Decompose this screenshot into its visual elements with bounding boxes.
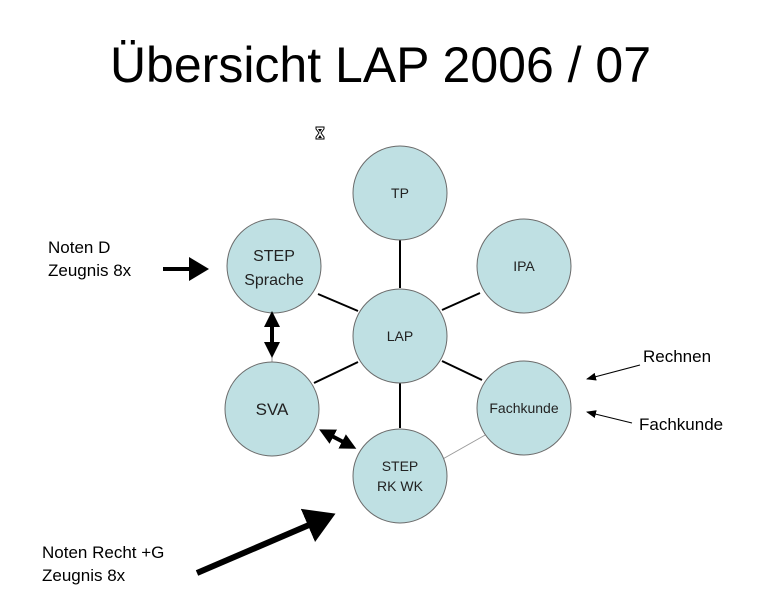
annotation-rechnen: Rechnen: [643, 347, 711, 366]
node-ipa-label: IPA: [513, 258, 535, 274]
annotation-noten-recht-line1: Noten Recht +G: [42, 543, 164, 562]
page-title: Übersicht LAP 2006 / 07: [109, 37, 652, 93]
annotation-noten-d-line2: Zeugnis 8x: [48, 261, 132, 280]
node-tp-label: TP: [391, 185, 409, 201]
arrow-rechnen: [586, 364, 641, 381]
connector-lap-sva: [313, 361, 359, 384]
node-tp: TP: [352, 145, 448, 241]
connector-lap-step-sprache: [317, 293, 359, 312]
node-ipa: IPA: [476, 218, 572, 314]
annotation-noten-recht-line2: Zeugnis 8x: [42, 566, 126, 585]
connector-fachkunde-step-rkwk: [440, 433, 488, 461]
node-sva-label: SVA: [256, 400, 289, 419]
node-step-rkwk: STEP RK WK: [352, 428, 448, 524]
node-lap: LAP: [352, 288, 448, 384]
node-sva: SVA: [224, 361, 320, 457]
node-lap-label: LAP: [387, 328, 413, 344]
annotation-noten-d-line1: Noten D: [48, 238, 110, 257]
connector-lap-ipa: [441, 292, 481, 311]
node-step-sprache-label-2: Sprache: [244, 272, 304, 289]
arrow-sva-step-rkwk: [319, 429, 357, 449]
arrow-noten-recht: [195, 508, 336, 576]
connector-lap-fachkunde: [441, 360, 483, 381]
node-step-sprache: STEP Sprache: [226, 218, 322, 314]
node-fachkunde-label: Fachkunde: [489, 400, 558, 416]
node-step-rkwk-label-2: RK WK: [377, 478, 424, 494]
node-step-rkwk-label-1: STEP: [382, 458, 419, 474]
annotation-fachkunde: Fachkunde: [639, 415, 723, 434]
hourglass-icon: [315, 126, 325, 140]
node-step-sprache-label-1: STEP: [253, 248, 295, 265]
arrow-fachkunde: [586, 410, 633, 424]
node-fachkunde: Fachkunde: [476, 360, 572, 456]
